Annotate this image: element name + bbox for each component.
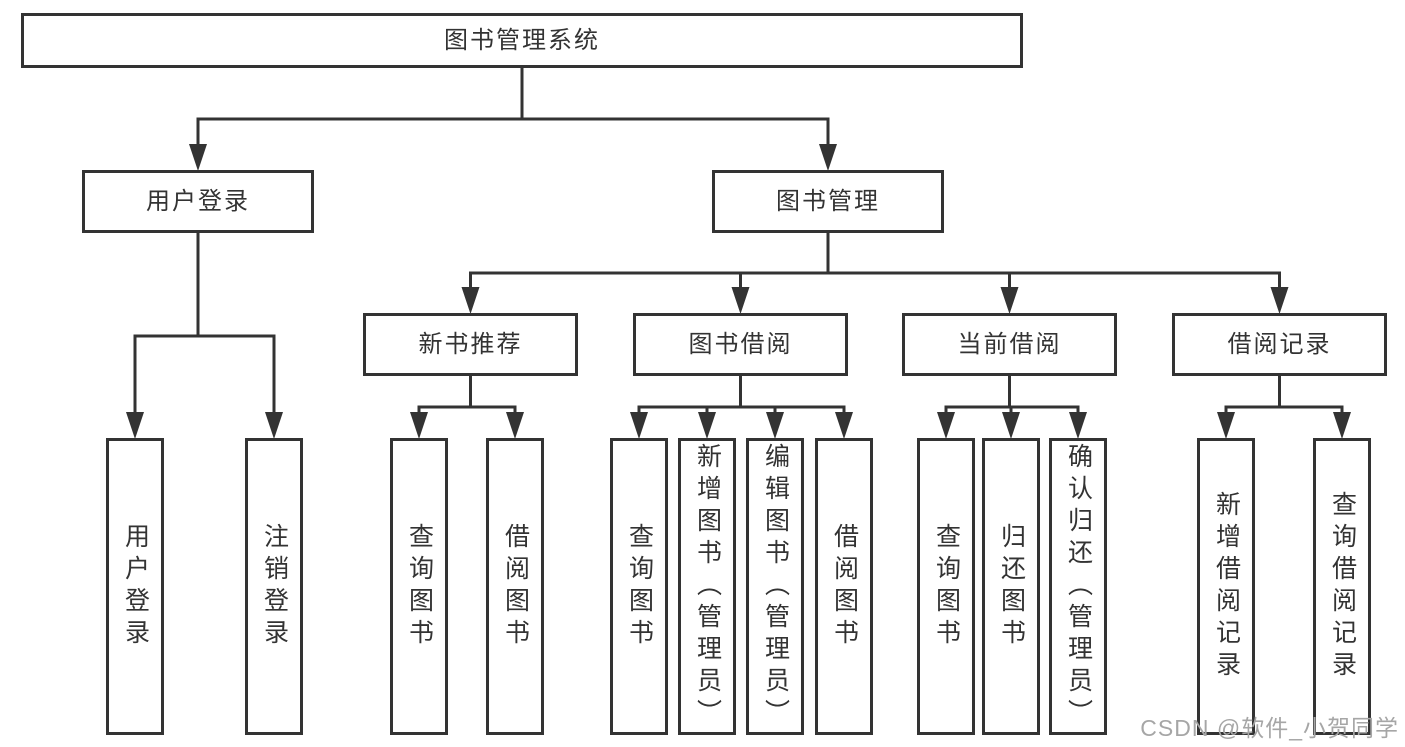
node-leaf-logout: 注销登录 xyxy=(245,438,303,735)
node-leaf-br-query: 查询借阅记录 xyxy=(1313,438,1371,735)
arrowhead-leaf-logout xyxy=(265,412,283,439)
node-label: 新增借阅记录 xyxy=(1212,490,1241,683)
node-label: 用户登录 xyxy=(146,187,250,215)
node-label: 图书管理 xyxy=(776,187,880,215)
arrowhead-leaf-nbr-query xyxy=(410,412,428,439)
node-root: 图书管理系统 xyxy=(21,13,1023,68)
node-label: 图书借阅 xyxy=(688,330,793,358)
node-label: 编辑图书（管理员） xyxy=(761,442,790,731)
arrowhead-book-mgmt xyxy=(819,144,837,171)
node-label: 用户登录 xyxy=(121,522,150,651)
node-leaf-nbr-query: 查询图书 xyxy=(390,438,448,735)
node-leaf-user-login: 用户登录 xyxy=(106,438,164,735)
node-label: 注销登录 xyxy=(260,522,289,651)
node-new-book-rec: 新书推荐 xyxy=(363,313,578,376)
node-label: 查询图书 xyxy=(932,522,961,651)
node-label: 借阅图书 xyxy=(501,522,530,651)
node-label: 查询图书 xyxy=(405,522,434,651)
node-leaf-br-add: 新增借阅记录 xyxy=(1197,438,1255,735)
arrowhead-leaf-user-login xyxy=(126,412,144,439)
arrowhead-new-book-rec xyxy=(461,287,480,314)
arrowhead-leaf-bb-add xyxy=(698,412,716,439)
arrowhead-leaf-bb-edit xyxy=(766,412,784,439)
node-leaf-bb-query: 查询图书 xyxy=(610,438,668,735)
node-current-borrow: 当前借阅 xyxy=(902,313,1117,376)
node-user-login: 用户登录 xyxy=(82,170,314,233)
node-label: 查询借阅记录 xyxy=(1328,490,1357,683)
arrowhead-leaf-cb-return xyxy=(1002,412,1020,439)
node-leaf-bb-borrow: 借阅图书 xyxy=(815,438,873,735)
arrowhead-leaf-br-query xyxy=(1333,412,1351,439)
csdn-watermark: CSDN @软件_小贺同学 xyxy=(1140,715,1399,741)
arrowhead-borrow-records xyxy=(1270,287,1289,314)
node-label: 确认归还（管理员） xyxy=(1064,442,1093,731)
node-leaf-bb-edit: 编辑图书（管理员） xyxy=(746,438,804,735)
arrowhead-user-login xyxy=(189,144,207,171)
node-label: 借阅图书 xyxy=(830,522,859,651)
node-leaf-bb-add: 新增图书（管理员） xyxy=(678,438,736,735)
node-label: 新增图书（管理员） xyxy=(693,442,722,731)
node-leaf-nbr-borrow: 借阅图书 xyxy=(486,438,544,735)
node-label: 新书推荐 xyxy=(418,330,523,358)
node-label: 图书管理系统 xyxy=(444,26,600,54)
node-label: 查询图书 xyxy=(625,522,654,651)
node-leaf-cb-query: 查询图书 xyxy=(917,438,975,735)
arrowhead-leaf-cb-query xyxy=(937,412,955,439)
arrowhead-book-borrow xyxy=(731,287,750,314)
arrowhead-leaf-nbr-borrow xyxy=(506,412,524,439)
arrowhead-leaf-bb-query xyxy=(630,412,648,439)
arrowhead-leaf-bb-borrow xyxy=(835,412,853,439)
node-leaf-cb-return: 归还图书 xyxy=(982,438,1040,735)
arrowhead-leaf-cb-confirm xyxy=(1069,412,1087,439)
arrowhead-leaf-br-add xyxy=(1217,412,1235,439)
node-book-mgmt: 图书管理 xyxy=(712,170,944,233)
node-label: 借阅记录 xyxy=(1227,330,1332,358)
node-book-borrow: 图书借阅 xyxy=(633,313,848,376)
node-label: 归还图书 xyxy=(997,522,1026,651)
node-leaf-cb-confirm: 确认归还（管理员） xyxy=(1049,438,1107,735)
node-borrow-records: 借阅记录 xyxy=(1172,313,1387,376)
node-label: 当前借阅 xyxy=(957,330,1062,358)
arrowhead-current-borrow xyxy=(1000,287,1019,314)
